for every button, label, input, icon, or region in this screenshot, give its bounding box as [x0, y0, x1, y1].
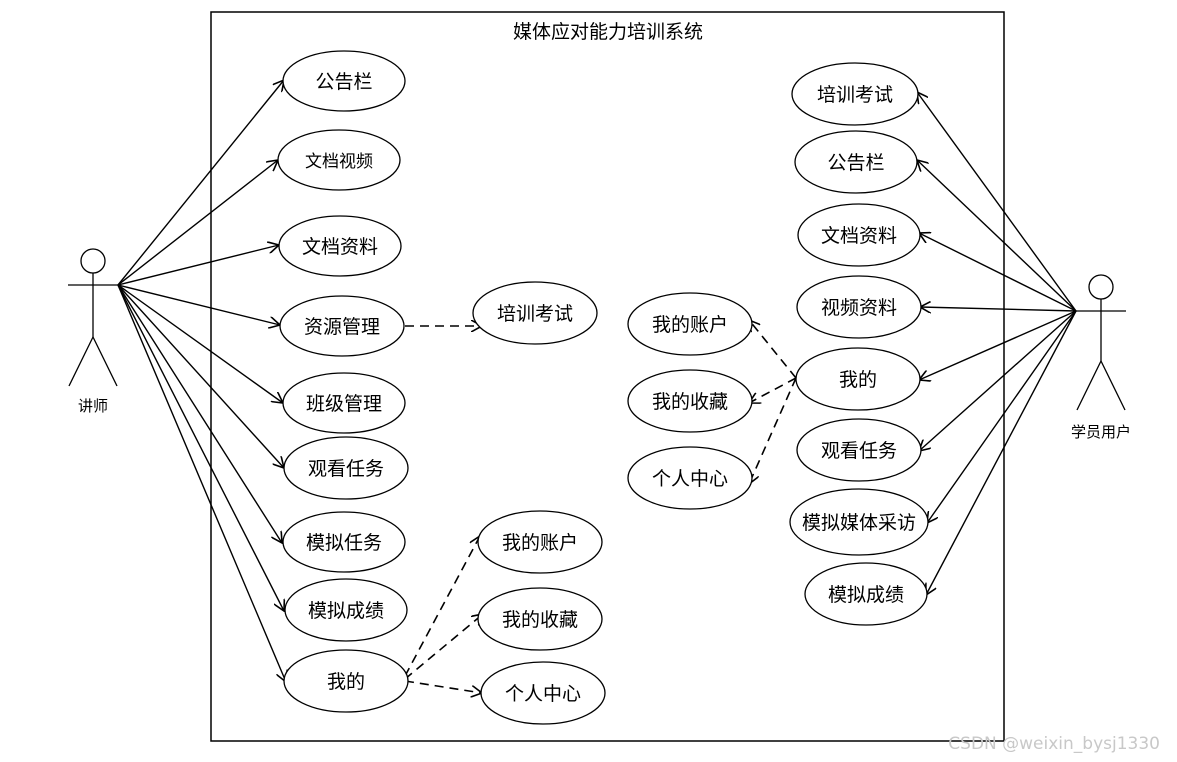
use-case-label: 文档资料 — [302, 236, 378, 258]
use-case-label: 模拟媒体采访 — [802, 512, 916, 534]
use-case-label: 公告栏 — [315, 71, 372, 93]
use-case-student-video-material[interactable]: 视频资料 — [796, 275, 922, 339]
use-case-lecturer-sim-task[interactable]: 模拟任务 — [282, 511, 406, 573]
use-case-student-doc-material[interactable]: 文档资料 — [797, 203, 921, 267]
use-case-label: 我的账户 — [502, 532, 578, 554]
use-case-label: 我的 — [839, 369, 877, 391]
use-case-label: 文档视频 — [305, 152, 373, 172]
use-case-label: 观看任务 — [308, 458, 384, 480]
use-case-label: 个人中心 — [652, 468, 728, 490]
use-case-label: 资源管理 — [304, 316, 380, 338]
use-case-student-mine[interactable]: 我的 — [795, 347, 921, 411]
use-case-student-watch-task[interactable]: 观看任务 — [796, 418, 922, 482]
use-case-student-sim-score[interactable]: 模拟成绩 — [804, 562, 928, 626]
use-case-lecturer-bulletin[interactable]: 公告栏 — [282, 50, 406, 112]
use-case-label: 观看任务 — [821, 440, 897, 462]
use-case-lecturer-personal-center[interactable]: 个人中心 — [480, 661, 606, 725]
use-case-student-my-favorites[interactable]: 我的收藏 — [627, 369, 753, 433]
use-case-label: 培训考试 — [497, 303, 573, 325]
use-case-lecturer-mine[interactable]: 我的 — [283, 649, 409, 713]
use-case-label: 我的收藏 — [652, 391, 728, 413]
actor-lecturer — [68, 248, 118, 387]
use-case-label: 视频资料 — [821, 297, 897, 319]
use-case-lecturer-my-account[interactable]: 我的账户 — [477, 510, 603, 574]
use-case-lecturer-doc-video[interactable]: 文档视频 — [277, 129, 401, 191]
use-case-label: 个人中心 — [505, 683, 581, 705]
use-case-label: 公告栏 — [827, 152, 884, 174]
use-case-label: 模拟任务 — [306, 532, 382, 554]
actor-student-label: 学员用户 — [1071, 423, 1131, 441]
use-case-lecturer-sim-score[interactable]: 模拟成绩 — [284, 578, 408, 642]
use-case-label: 我的账户 — [652, 314, 728, 336]
use-case-label: 我的 — [327, 671, 365, 693]
use-case-lecturer-class-mgmt[interactable]: 班级管理 — [282, 372, 406, 434]
use-case-lecturer-watch-task[interactable]: 观看任务 — [283, 436, 409, 500]
use-case-label: 我的收藏 — [502, 609, 578, 631]
watermark: CSDN @weixin_bysj1330 — [948, 734, 1160, 754]
use-case-student-personal-center[interactable]: 个人中心 — [627, 446, 753, 510]
dashed-relations — [404, 320, 797, 693]
use-case-label: 模拟成绩 — [308, 600, 384, 622]
student-associations — [917, 92, 1077, 595]
use-case-label: 模拟成绩 — [828, 584, 904, 606]
use-case-student-my-account[interactable]: 我的账户 — [627, 292, 753, 356]
use-case-lecturer-my-favorites[interactable]: 我的收藏 — [477, 587, 603, 651]
use-case-student-bulletin[interactable]: 公告栏 — [794, 130, 918, 194]
system-boundary — [210, 11, 1005, 742]
use-case-student-sim-interview[interactable]: 模拟媒体采访 — [789, 488, 929, 556]
use-case-lecturer-doc-material[interactable]: 文档资料 — [278, 215, 402, 277]
actor-lecturer-label: 讲师 — [78, 397, 108, 415]
use-case-label: 文档资料 — [821, 225, 897, 247]
use-case-label: 班级管理 — [306, 393, 382, 415]
lecturer-associations — [117, 80, 286, 682]
use-case-label: 培训考试 — [817, 84, 893, 106]
use-case-lecturer-resource-mgmt[interactable]: 资源管理 — [279, 295, 405, 357]
use-case-student-training-exam[interactable]: 培训考试 — [791, 62, 919, 126]
actor-student — [1076, 274, 1126, 411]
system-title: 媒体应对能力培训系统 — [513, 21, 703, 43]
use-case-lecturer-training-exam[interactable]: 培训考试 — [472, 281, 598, 345]
